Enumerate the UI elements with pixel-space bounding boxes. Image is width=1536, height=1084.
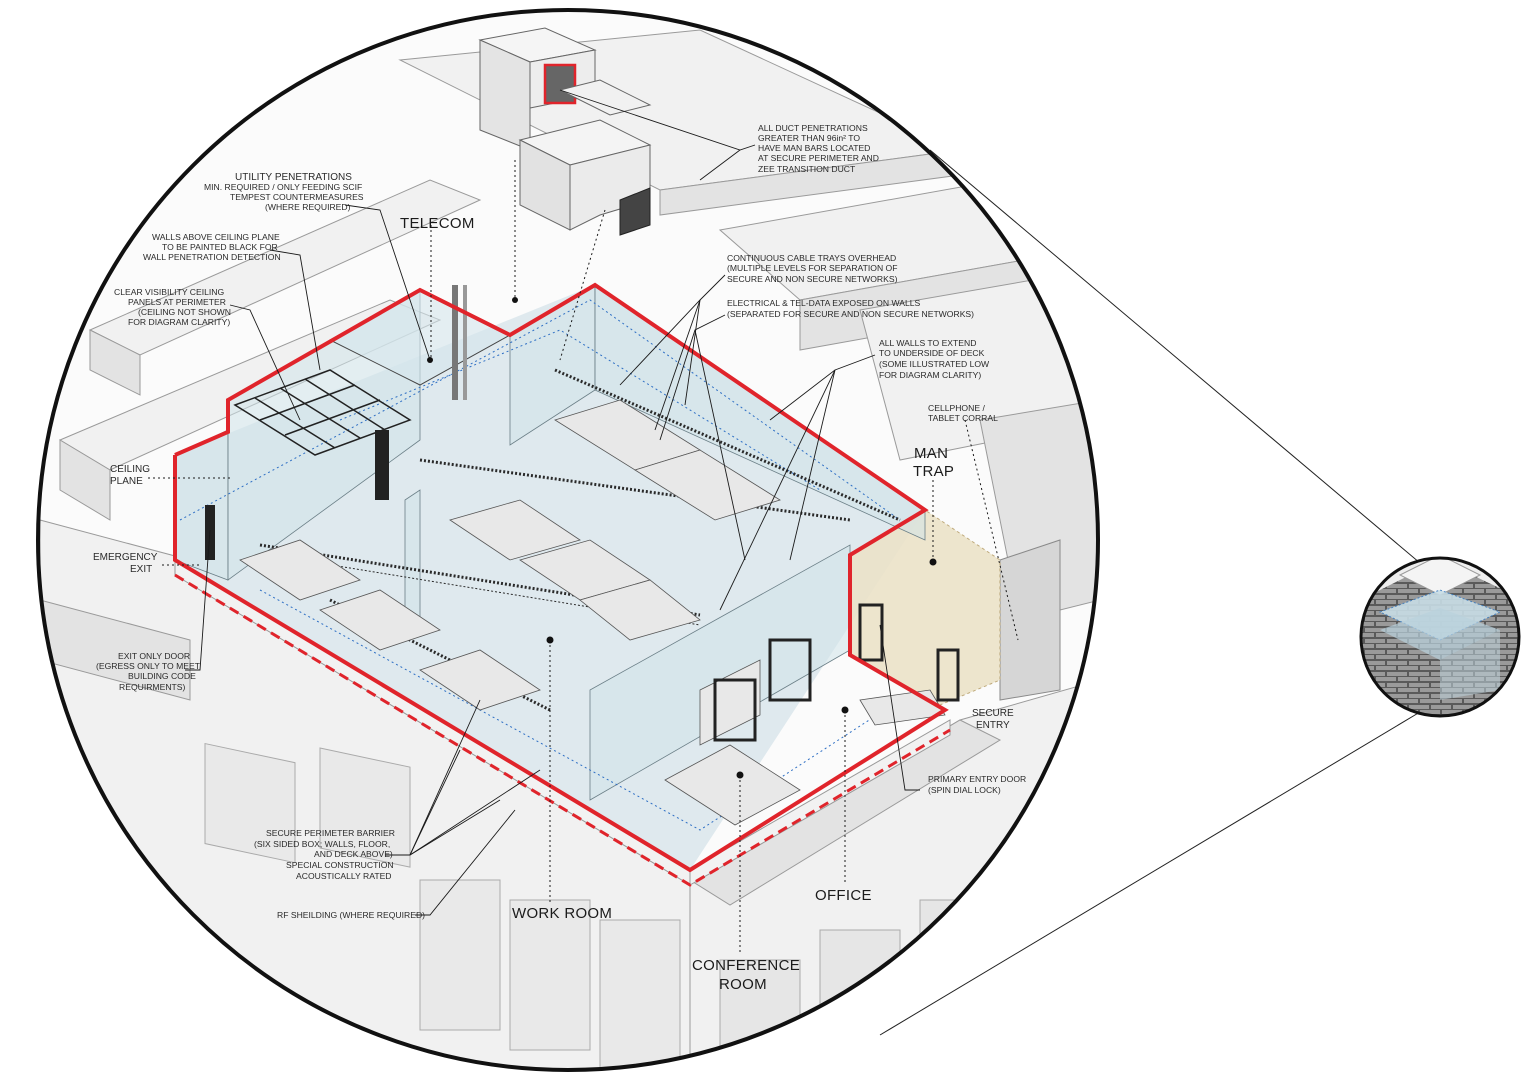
annotation-exit-only: EXIT ONLY DOOR (EGRESS ONLY TO MEET BUIL… (96, 651, 201, 692)
side-labels: CEILING PLANE EMERGENCY EXIT SECURE ENTR… (93, 464, 1014, 731)
svg-text:SECURE PERIMETER BARRIER: SECURE PERIMETER BARRIER (266, 828, 395, 838)
svg-text:PRIMARY ENTRY DOOR: PRIMARY ENTRY DOOR (928, 774, 1026, 784)
svg-text:GREATER THAN 96in² TO: GREATER THAN 96in² TO (758, 133, 860, 143)
annotation-utility-penetrations: UTILITY PENETRATIONS MIN. REQUIRED / ONL… (204, 172, 364, 212)
room-label-office: OFFICE (815, 887, 872, 904)
svg-text:BUILDING CODE: BUILDING CODE (128, 671, 196, 681)
room-label-telecom: TELECOM (400, 215, 475, 232)
svg-text:(EGRESS ONLY TO MEET: (EGRESS ONLY TO MEET (96, 661, 201, 671)
annotation-cable-trays: CONTINUOUS CABLE TRAYS OVERHEAD (MULTIPL… (727, 253, 898, 284)
ceiling-plane-lines (179, 299, 901, 831)
ceiling-plane-label: CEILING (110, 464, 150, 475)
svg-text:WALLS ABOVE CEILING PLANE: WALLS ABOVE CEILING PLANE (152, 232, 280, 242)
main-circle-content (38, 10, 1098, 1070)
svg-text:PANELS AT PERIMETER: PANELS AT PERIMETER (128, 297, 226, 307)
svg-text:UTILITY PENETRATIONS: UTILITY PENETRATIONS (235, 172, 352, 183)
svg-text:AT SECURE PERIMETER AND: AT SECURE PERIMETER AND (758, 153, 879, 163)
svg-text:FOR DIAGRAM CLARITY): FOR DIAGRAM CLARITY) (879, 370, 981, 380)
annotation-primary-entry: PRIMARY ENTRY DOOR (SPIN DIAL LOCK) (928, 774, 1026, 795)
annotation-rf-shielding: RF SHEILDING (WHERE REQUIRED) (277, 910, 425, 920)
svg-text:HAVE MAN BARS LOCATED: HAVE MAN BARS LOCATED (758, 143, 870, 153)
svg-text:ZEE TRANSITION DUCT: ZEE TRANSITION DUCT (758, 164, 856, 174)
svg-text:EXIT ONLY DOOR: EXIT ONLY DOOR (118, 651, 190, 661)
room-labels: TELECOM MAN TRAP WORK ROOM OFFICE CONFER… (400, 215, 954, 993)
emergency-exit-label-2: EXIT (130, 564, 152, 575)
svg-text:CELLPHONE /: CELLPHONE / (928, 403, 985, 413)
annotation-cellphone: CELLPHONE / TABLET CORRAL (928, 403, 998, 423)
ductwork (478, 27, 652, 236)
room-label-man-trap: MAN (914, 445, 948, 462)
zoom-connector-lines (879, 149, 1421, 1036)
man-trap-volume (849, 509, 1001, 706)
svg-text:TABLET CORRAL: TABLET CORRAL (928, 413, 998, 423)
svg-text:TO UNDERSIDE OF DECK: TO UNDERSIDE OF DECK (879, 348, 985, 358)
svg-text:ALL WALLS TO EXTEND: ALL WALLS TO EXTEND (879, 338, 976, 348)
room-label-man-trap-2: TRAP (913, 463, 954, 480)
secure-entry-label: SECURE (972, 708, 1014, 719)
svg-text:WALL PENETRATION DETECTION: WALL PENETRATION DETECTION (143, 252, 281, 262)
annotation-duct-penetrations: ALL DUCT PENETRATIONS GREATER THAN 96in²… (758, 123, 879, 174)
svg-text:(SEPARATED FOR SECURE AND NON: (SEPARATED FOR SECURE AND NON SECURE NET… (727, 309, 974, 319)
inset-building-thumbnail (1361, 558, 1519, 716)
svg-text:(SPIN DIAL LOCK): (SPIN DIAL LOCK) (928, 785, 1001, 795)
svg-text:(MULTIPLE LEVELS FOR SEPARATIO: (MULTIPLE LEVELS FOR SEPARATION OF (727, 263, 897, 273)
svg-text:TEMPEST COUNTERMEASURES: TEMPEST COUNTERMEASURES (230, 192, 364, 202)
svg-text:MIN. REQUIRED / ONLY FEEDING S: MIN. REQUIRED / ONLY FEEDING SCIF (204, 182, 362, 192)
svg-text:REQUIRMENTS): REQUIRMENTS) (119, 682, 186, 692)
main-magnifier-circle (36, 8, 1100, 1072)
room-label-conference-2: ROOM (719, 976, 767, 993)
annotation-walls-above-ceiling: WALLS ABOVE CEILING PLANE TO BE PAINTED … (143, 232, 281, 262)
svg-text:AND DECK ABOVE): AND DECK ABOVE) (314, 849, 393, 859)
emergency-exit-label: EMERGENCY (93, 552, 158, 563)
ceiling-panels-grid (233, 369, 412, 456)
svg-text:ACOUSTICALLY RATED: ACOUSTICALLY RATED (296, 871, 392, 881)
svg-text:FOR DIAGRAM CLARITY): FOR DIAGRAM CLARITY) (128, 317, 230, 327)
svg-text:(CEILING NOT SHOWN: (CEILING NOT SHOWN (138, 307, 231, 317)
svg-text:CONTINUOUS CABLE TRAYS OVERHEA: CONTINUOUS CABLE TRAYS OVERHEAD (727, 253, 896, 263)
svg-text:TO BE PAINTED BLACK FOR: TO BE PAINTED BLACK FOR (162, 242, 278, 252)
svg-text:SECURE AND NON SECURE NETWORKS: SECURE AND NON SECURE NETWORKS) (727, 274, 898, 284)
room-label-work-room: WORK ROOM (512, 905, 612, 922)
ceiling-plane-label-2: PLANE (110, 476, 143, 487)
leader-lines (148, 89, 1019, 955)
inset-magnifier-circle (1359, 556, 1521, 718)
annotation-all-walls: ALL WALLS TO EXTEND TO UNDERSIDE OF DECK… (879, 338, 990, 380)
svg-text:RF SHEILDING (WHERE REQUIRED): RF SHEILDING (WHERE REQUIRED) (277, 910, 425, 920)
svg-text:(WHERE REQUIRED): (WHERE REQUIRED) (265, 202, 351, 212)
annotation-secure-perimeter: SECURE PERIMETER BARRIER (SIX SIDED BOX;… (254, 828, 395, 881)
annotation-electrical: ELECTRICAL & TEL-DATA EXPOSED ON WALLS (… (727, 298, 974, 319)
room-label-conference: CONFERENCE (692, 957, 800, 974)
glass-walls (174, 284, 926, 801)
svg-text:ELECTRICAL & TEL-DATA EXPOSED: ELECTRICAL & TEL-DATA EXPOSED ON WALLS (727, 298, 921, 308)
secure-entry-label-2: ENTRY (976, 720, 1010, 731)
svg-text:SPECIAL CONSTRUCTION: SPECIAL CONSTRUCTION (286, 860, 394, 870)
secure-perimeter-outline (173, 282, 951, 887)
annotation-clear-visibility: CLEAR VISIBILITY CEILING PANELS AT PERIM… (114, 287, 231, 327)
leader-dots (427, 297, 937, 779)
svg-text:ALL DUCT PENETRATIONS: ALL DUCT PENETRATIONS (758, 123, 868, 133)
svg-text:(SIX SIDED BOX; WALLS, FLOOR,: (SIX SIDED BOX; WALLS, FLOOR, (254, 839, 390, 849)
svg-text:CLEAR VISIBILITY CEILING: CLEAR VISIBILITY CEILING (114, 287, 224, 297)
svg-text:(SOME ILLUSTRATED LOW: (SOME ILLUSTRATED LOW (879, 359, 990, 369)
